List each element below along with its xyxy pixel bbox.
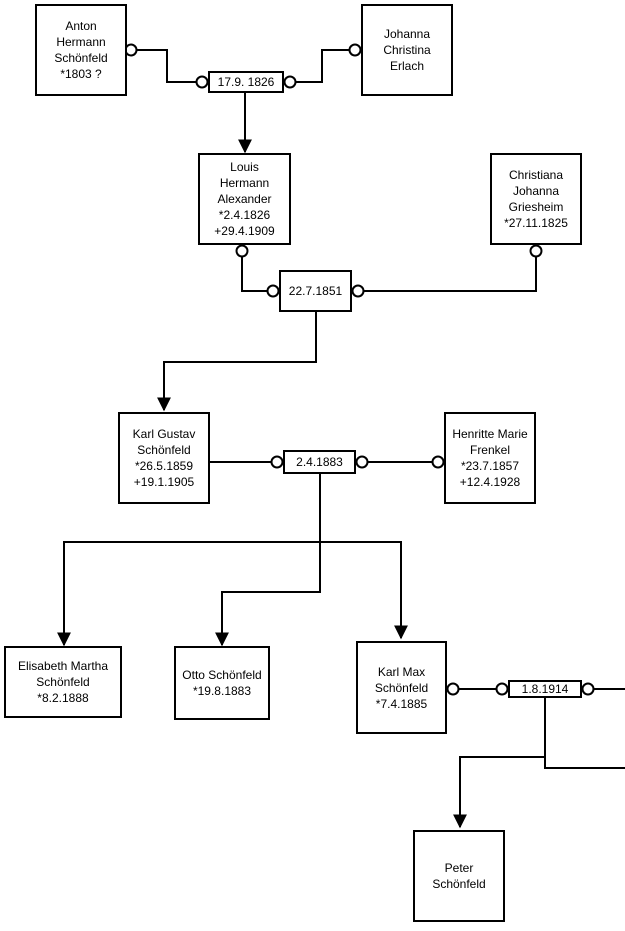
person-line: Karl Max	[377, 664, 426, 679]
marriage-date-1914[interactable]: 1.8.1914	[508, 680, 582, 698]
person-line: Louis	[230, 160, 259, 174]
descent-line-peter	[453, 756, 545, 829]
person-line: Christiana	[508, 168, 564, 182]
person-line: Johanna	[383, 27, 431, 41]
person-line: Henritte Marie	[452, 427, 528, 441]
person-christiana-griesheim[interactable]: Christiana Johanna Griesheim *27.11.1825	[490, 153, 582, 245]
person-line: *26.5.1859	[134, 459, 194, 473]
person-johanna-erlach[interactable]: Johanna Christina Erlach	[361, 4, 453, 96]
person-line: +12.4.1928	[459, 475, 521, 489]
person-line: Frenkel	[469, 443, 510, 457]
descent-line-karlmax	[320, 541, 408, 640]
person-elisabeth-martha-schoenfeld[interactable]: Elisabeth Martha Schönfeld *8.2.1888	[4, 646, 122, 718]
person-henritte-marie-frenkel[interactable]: Henritte Marie Frenkel *23.7.1857 +12.4.…	[444, 412, 536, 504]
person-line: Griesheim	[508, 200, 564, 214]
person-line: Johanna	[512, 184, 560, 198]
person-line: *27.11.1825	[504, 216, 568, 230]
person-line: *23.7.1857	[460, 459, 520, 473]
person-line: Alexander	[217, 192, 272, 206]
person-line: *8.2.1888	[37, 691, 89, 705]
person-line: Schönfeld	[36, 675, 90, 689]
link-louis-marriage	[241, 255, 273, 292]
person-peter-schoenfeld[interactable]: Peter Schönfeld	[413, 830, 505, 922]
marriage-date-label: 2.4.1883	[296, 455, 343, 469]
person-line: *19.8.1883	[192, 684, 252, 698]
person-line: Christina	[383, 43, 431, 57]
person-line: +29.4.1909	[214, 224, 275, 238]
person-line: +19.1.1905	[133, 475, 195, 489]
link-anton-marriage	[137, 49, 196, 83]
person-line: Schönfeld	[54, 51, 108, 65]
person-line: Hermann	[56, 35, 106, 49]
person-anton-schoenfeld[interactable]: Anton Hermann Schönfeld *1803 ?	[35, 4, 127, 96]
person-line: Elisabeth Martha	[17, 659, 109, 673]
person-line: *7.4.1885	[375, 696, 428, 711]
link-johanna-marriage	[293, 49, 355, 83]
person-line: Peter	[444, 861, 474, 875]
descent-line-1851	[157, 312, 317, 412]
person-line: Erlach	[389, 59, 424, 73]
marriage-date-label: 1.8.1914	[521, 682, 569, 696]
marriage-date-label: 22.7.1851	[288, 284, 343, 298]
person-louis-hermann-alexander[interactable]: Louis Hermann Alexander *2.4.1826 +29.4.…	[198, 153, 291, 245]
person-line: Schönfeld	[137, 443, 191, 457]
person-line: Anton	[65, 19, 97, 33]
marriage-date-1826[interactable]: 17.9. 1826	[208, 71, 284, 93]
person-line: *1803 ?	[60, 67, 102, 81]
descent-line-elisabeth	[57, 541, 320, 647]
descent-line-1914	[544, 698, 625, 769]
person-line: *2.4.1826	[218, 208, 271, 222]
person-line: Karl Gustav	[132, 427, 196, 441]
person-line: Schönfeld	[432, 877, 486, 891]
person-line: Schönfeld	[374, 680, 429, 695]
marriage-date-1883[interactable]: 2.4.1883	[283, 450, 356, 474]
person-otto-schoenfeld[interactable]: Otto Schönfeld *19.8.1883	[174, 646, 270, 720]
descent-line-otto	[215, 542, 321, 647]
marriage-date-1851[interactable]: 22.7.1851	[279, 270, 352, 312]
marriage-date-label: 17.9. 1826	[217, 75, 275, 89]
person-line: Hermann	[219, 176, 270, 190]
person-karl-gustav-schoenfeld[interactable]: Karl Gustav Schönfeld *26.5.1859 +19.1.1…	[118, 412, 210, 504]
link-christiana-marriage	[360, 255, 537, 292]
person-karl-max-schoenfeld[interactable]: Karl Max Schönfeld *7.4.1885	[356, 641, 447, 734]
person-line: Otto Schönfeld	[182, 668, 262, 682]
